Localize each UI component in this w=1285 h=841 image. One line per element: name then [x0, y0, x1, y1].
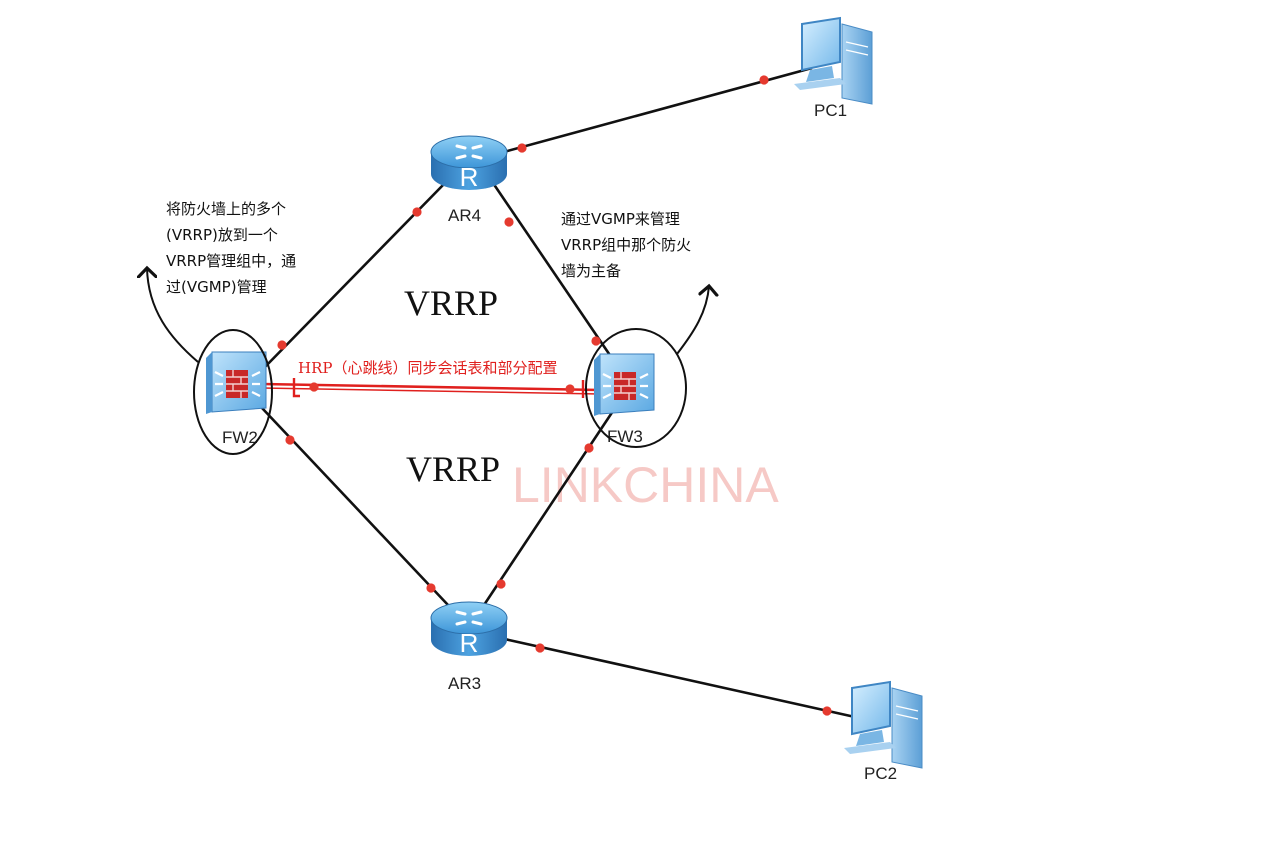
vrrp-upper-label: VRRP	[404, 283, 498, 323]
pc2[interactable]	[844, 680, 923, 769]
pc2-label: PC2	[864, 764, 897, 783]
right-note-line-2: VRRP组中那个防火	[561, 236, 691, 254]
router-icon: R	[430, 135, 508, 192]
links	[261, 66, 856, 719]
fw2-group-ellipse	[193, 329, 273, 455]
firewall-icon	[206, 351, 267, 414]
left-annotation: 将防火墙上的多个 (VRRP)放到一个 VRRP管理组中，通 过(VGMP)管理	[166, 200, 296, 296]
port-dot	[517, 143, 527, 153]
port-dot	[759, 75, 769, 85]
svg-text:R: R	[460, 162, 479, 192]
ar3-label: AR3	[448, 674, 481, 693]
pc-icon	[844, 680, 923, 769]
link-fw3-ar3	[482, 407, 617, 606]
right-annotation: 通过VGMP来管理 VRRP组中那个防火 墙为主备	[561, 210, 691, 280]
port-dot	[412, 207, 422, 217]
firewall-fw3[interactable]	[594, 353, 655, 416]
port-dots	[277, 75, 832, 716]
port-dot	[535, 643, 545, 653]
pc1-label: PC1	[814, 101, 847, 120]
port-dot	[822, 706, 832, 716]
pc1[interactable]	[794, 16, 873, 105]
hrp-link-label: HRP（心跳线）同步会话表和部分配置	[298, 359, 557, 377]
watermark-text: LINKCHINA	[512, 457, 779, 513]
left-curved-arrow	[147, 268, 199, 363]
pc-icon	[794, 16, 873, 105]
port-dot	[309, 382, 319, 392]
port-dot	[584, 443, 594, 453]
fw2-label: FW2	[222, 428, 258, 447]
fw3-label: FW3	[607, 427, 643, 446]
right-curved-arrow	[676, 286, 709, 355]
firewall-icon	[594, 353, 655, 416]
hrp-heartbeat-link	[261, 378, 602, 406]
left-note-line-3: VRRP管理组中，通	[166, 252, 296, 270]
link-ar3-pc2	[499, 636, 856, 719]
left-note-line-4: 过(VGMP)管理	[166, 278, 267, 296]
right-note-line-1: 通过VGMP来管理	[561, 210, 680, 228]
svg-text:R: R	[460, 628, 479, 658]
left-note-line-2: (VRRP)放到一个	[166, 226, 278, 244]
port-dot	[277, 340, 287, 350]
left-note-line-1: 将防火墙上的多个	[166, 200, 286, 218]
router-icon: R	[430, 601, 508, 658]
fw3-group-ellipse	[585, 328, 687, 448]
port-dot	[591, 336, 601, 346]
port-dot	[565, 384, 575, 394]
port-dot	[285, 435, 295, 445]
firewall-fw2[interactable]	[206, 351, 267, 414]
port-dot	[496, 579, 506, 589]
right-note-line-3: 墙为主备	[561, 262, 621, 280]
ar4-label: AR4	[448, 206, 481, 225]
router-ar4[interactable]: R	[430, 135, 508, 192]
router-ar3[interactable]: R	[430, 601, 508, 658]
port-dot	[504, 217, 514, 227]
port-dot	[426, 583, 436, 593]
vrrp-lower-label: VRRP	[406, 449, 500, 489]
